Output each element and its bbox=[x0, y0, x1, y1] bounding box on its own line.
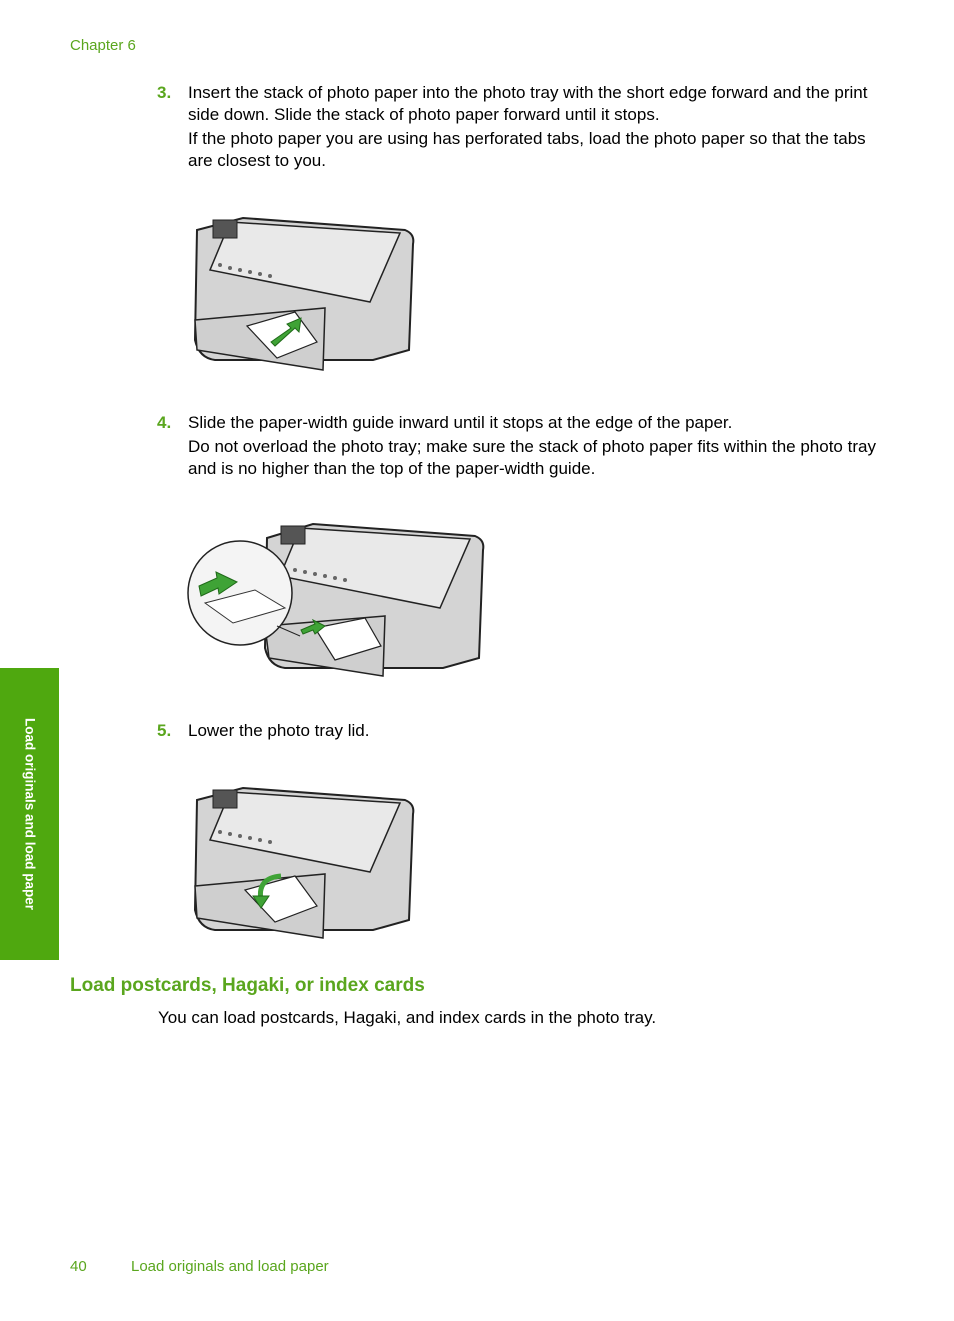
step-note: If the photo paper you are using has per… bbox=[188, 129, 866, 170]
step-number: 4. bbox=[157, 413, 172, 432]
step-text: Lower the photo tray lid. bbox=[188, 721, 370, 740]
step-number: 3. bbox=[157, 83, 172, 102]
step-5: 5. Lower the photo tray lid. bbox=[157, 720, 877, 744]
side-tab: Load originals and load paper bbox=[0, 668, 59, 960]
printer-paper-width-guide-illustration bbox=[187, 522, 485, 677]
section-heading: Load postcards, Hagaki, or index cards bbox=[70, 975, 425, 996]
step-text: Insert the stack of photo paper into the… bbox=[188, 83, 868, 124]
page-number: 40 bbox=[70, 1258, 87, 1275]
side-tab-label: Load originals and load paper bbox=[22, 717, 37, 911]
step-note: Do not overload the photo tray; make sur… bbox=[188, 437, 876, 478]
printer-lower-tray-lid-illustration bbox=[193, 786, 415, 939]
step-4: 4. Slide the paper-width guide inward un… bbox=[157, 412, 877, 482]
chapter-label: Chapter 6 bbox=[70, 37, 136, 54]
printer-insert-paper-illustration bbox=[193, 216, 415, 371]
step-3: 3. Insert the stack of photo paper into … bbox=[157, 82, 877, 174]
footer-title: Load originals and load paper bbox=[131, 1258, 329, 1275]
section-intro: You can load postcards, Hagaki, and inde… bbox=[158, 1008, 657, 1027]
step-text: Slide the paper-width guide inward until… bbox=[188, 413, 733, 432]
step-number: 5. bbox=[157, 721, 172, 740]
